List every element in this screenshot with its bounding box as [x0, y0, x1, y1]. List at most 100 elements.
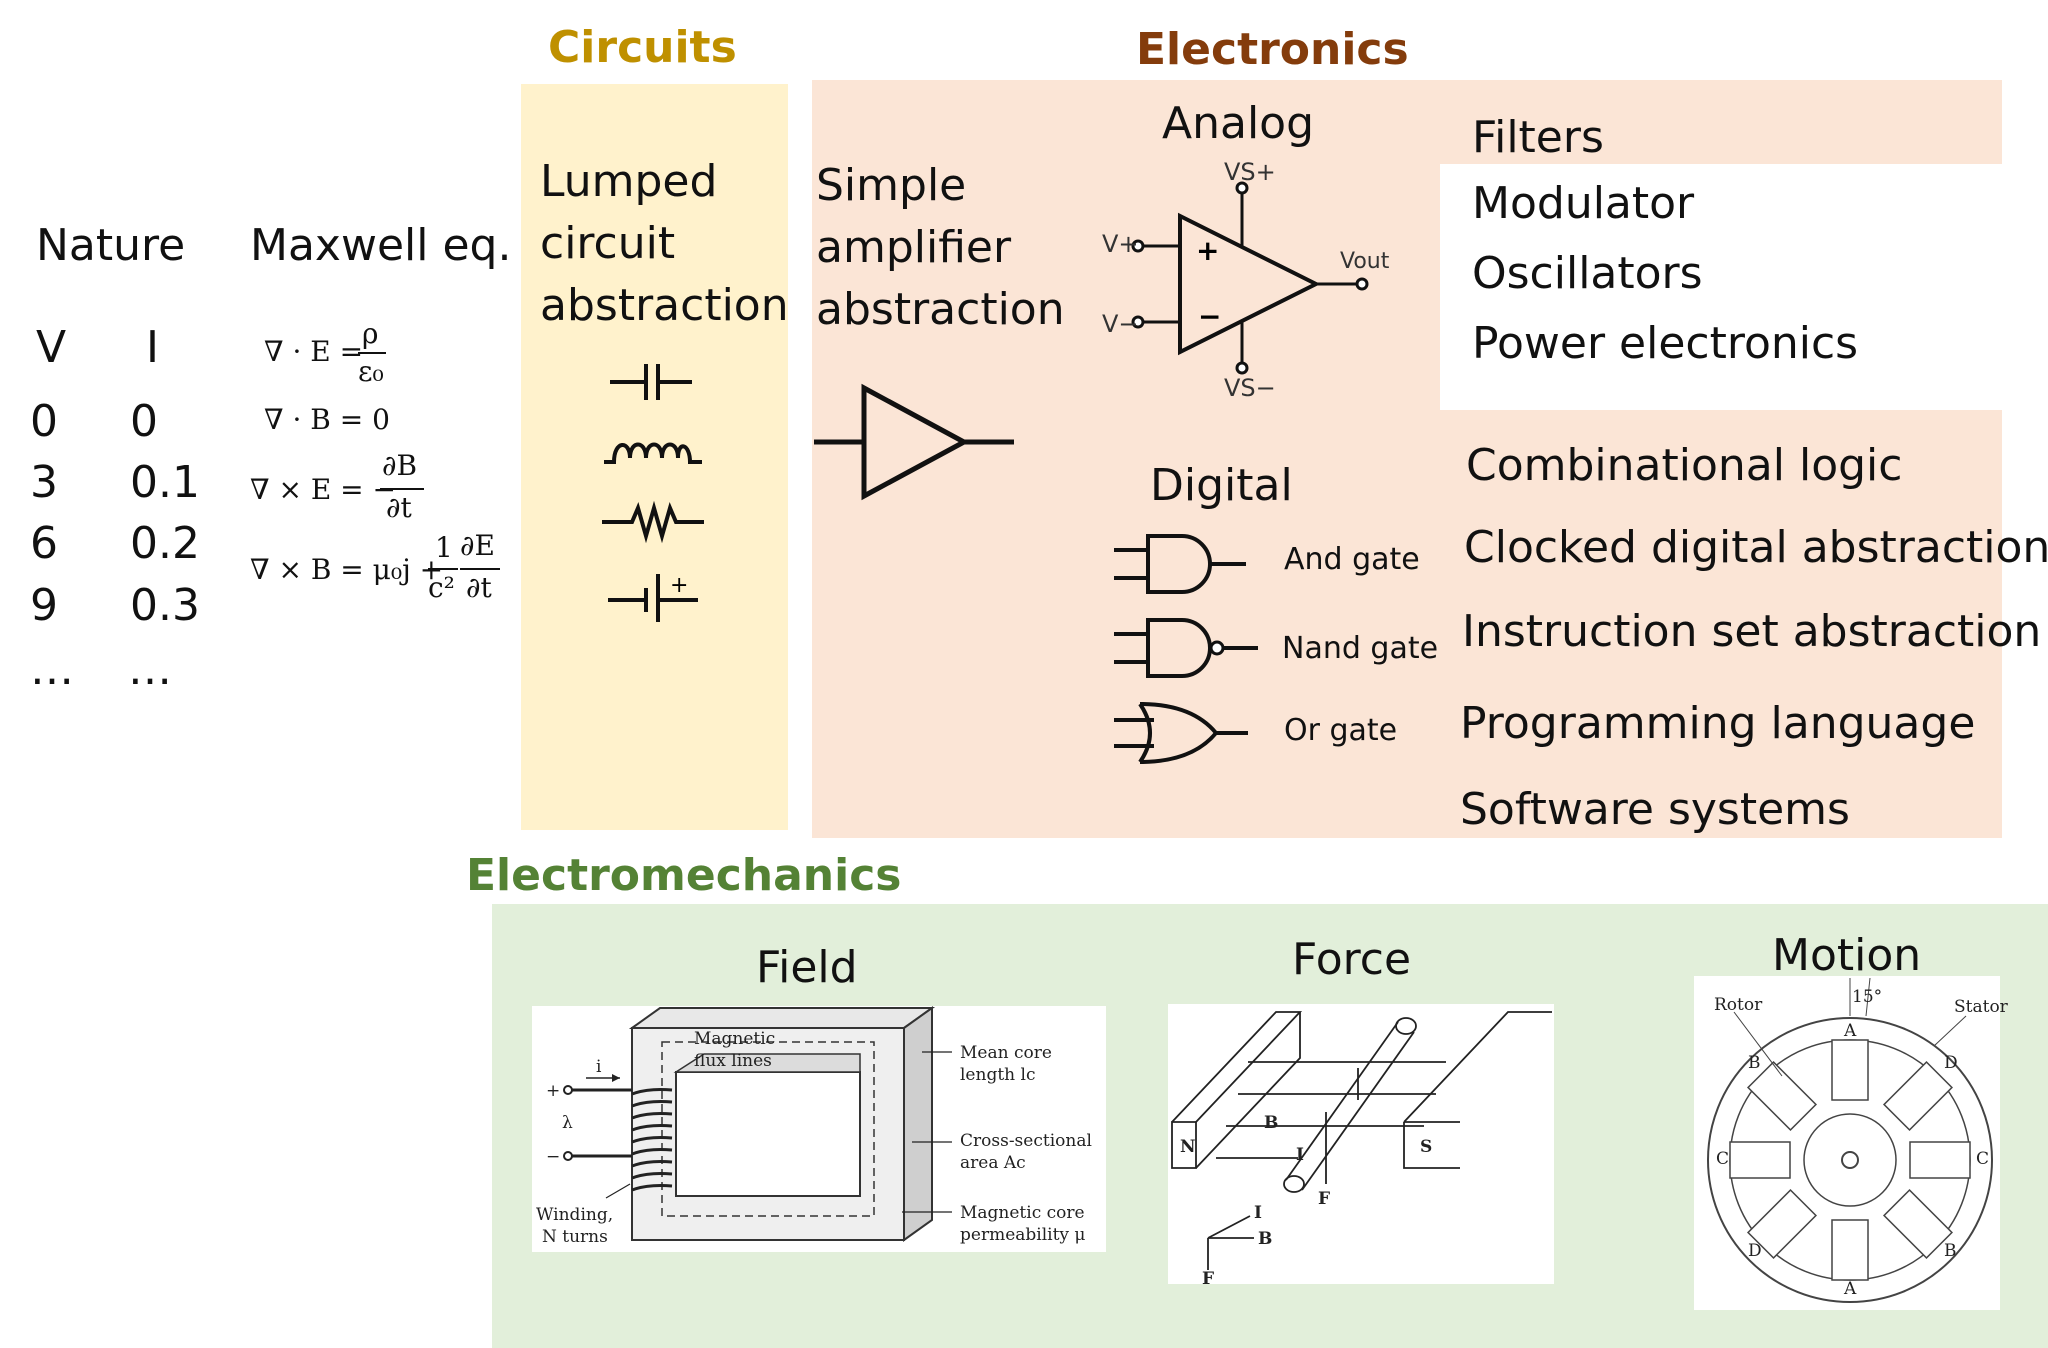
circuits-line2: circuit — [540, 218, 676, 269]
maxwell-eq1-den: ε₀ — [358, 355, 384, 388]
digital-item-4: Software systems — [1460, 784, 1850, 835]
nature-i-3: 0.3 — [130, 580, 200, 631]
field-plus: + — [546, 1081, 560, 1101]
motion-A-bottom: A — [1843, 1279, 1857, 1299]
analog-label: Analog — [1162, 98, 1315, 149]
analog-item-1: Modulator — [1472, 178, 1695, 229]
maxwell-eq3-num: ∂B — [382, 449, 418, 482]
electromechanics-title: Electromechanics — [466, 850, 902, 901]
motion-B-top: B — [1748, 1053, 1761, 1073]
force-F: F — [1318, 1189, 1330, 1209]
field-label: Field — [756, 942, 858, 993]
analog-item-3: Power electronics — [1472, 318, 1859, 369]
motion-stator: Stator — [1954, 997, 2009, 1017]
field-flux-2: flux lines — [694, 1051, 772, 1071]
motion-angle: 15° — [1852, 987, 1882, 1007]
opamp-minus: − — [1198, 300, 1221, 333]
maxwell-eq2: ∇ · B = 0 — [264, 403, 390, 436]
capacitor-icon — [610, 364, 692, 400]
motion-A-top: A — [1843, 1021, 1857, 1041]
nature-i-1: 0.1 — [130, 457, 200, 508]
maxwell-eq1-num: ρ — [362, 317, 379, 350]
or-gate-label: Or gate — [1284, 713, 1398, 748]
inductor-icon — [604, 442, 702, 464]
field-core-2: permeability μ — [960, 1225, 1085, 1245]
maxwell-eq1-bar — [358, 352, 386, 354]
or-gate-icon — [1114, 702, 1248, 764]
and-gate-label: And gate — [1284, 542, 1420, 577]
field-core-1: Magnetic core — [960, 1203, 1085, 1223]
circuits-panel — [521, 84, 788, 830]
field-flux-1: Magnetic — [694, 1029, 775, 1049]
circuits-line1: Lumped — [540, 156, 718, 207]
stepper-motor-figure: Rotor Stator 15° A A C C B B D D — [1694, 976, 2009, 1310]
motion-B-bottom: B — [1944, 1241, 1957, 1261]
maxwell-eq3-lhs: ∇ × E = − — [250, 473, 396, 506]
opamp-v-plus: V+ — [1102, 230, 1139, 258]
opamp-vout: Vout — [1340, 249, 1390, 274]
battery-plus: + — [670, 573, 688, 598]
digital-item-2: Instruction set abstraction — [1462, 606, 2042, 657]
nature-col-i: I — [146, 322, 159, 373]
force-I: I — [1296, 1145, 1304, 1165]
maxwell-eq4-lhs: ∇ × B = μ₀j + — [250, 553, 444, 586]
analog-item-0: Filters — [1472, 112, 1604, 163]
nature-i-0: 0 — [130, 396, 158, 447]
field-winding-2: N turns — [542, 1227, 608, 1247]
nature-v-0: 0 — [30, 396, 58, 447]
field-i: i — [596, 1057, 602, 1077]
force-axis-I: I — [1254, 1203, 1262, 1223]
force-N: N — [1180, 1137, 1196, 1157]
digital-label: Digital — [1150, 460, 1293, 511]
digital-item-1: Clocked digital abstraction — [1464, 522, 2048, 573]
analog-item-2: Oscillators — [1472, 248, 1703, 299]
and-gate-icon — [1114, 534, 1246, 594]
opamp-vs-minus: VS− — [1224, 374, 1276, 402]
force-figure: N S B I F I B F — [1168, 1004, 1554, 1289]
maxwell-eq1-lhs: ∇ · E = — [264, 335, 364, 368]
motion-C-left: C — [1716, 1149, 1729, 1169]
nature-v-4: … — [30, 644, 74, 695]
motion-rotor: Rotor — [1714, 995, 1763, 1015]
field-mean-2: length lc — [960, 1065, 1035, 1085]
maxwell-eq4-frac2-den: ∂t — [466, 571, 492, 604]
field-lambda: λ — [562, 1113, 573, 1133]
field-minus: − — [546, 1147, 560, 1167]
maxwell-eq3-bar — [380, 488, 424, 490]
motion-C-right: C — [1976, 1149, 1989, 1169]
opamp-icon: + − VS+ VS− V+ V− Vout — [1102, 158, 1390, 402]
maxwell-eq4-frac1-num: 1 — [435, 531, 453, 564]
motion-label: Motion — [1772, 930, 1922, 981]
motion-D-bottom: D — [1748, 1241, 1762, 1261]
maxwell-eq4-bar1 — [428, 568, 458, 570]
circuits-line3: abstraction — [540, 280, 789, 331]
nature-v-1: 3 — [30, 457, 58, 508]
amp-line1: Simple — [816, 160, 967, 211]
amplifier-triangle-icon — [814, 383, 1014, 501]
electronics-title: Electronics — [1136, 24, 1409, 75]
circuits-title: Circuits — [548, 22, 737, 73]
opamp-v-minus: V− — [1102, 310, 1139, 338]
nature-v-2: 6 — [30, 518, 58, 569]
maxwell-label: Maxwell eq. — [250, 220, 512, 271]
field-mean-1: Mean core — [960, 1043, 1052, 1063]
force-axis-F: F — [1202, 1269, 1214, 1289]
amp-line2: amplifier — [816, 222, 1012, 273]
nand-gate-icon — [1114, 618, 1258, 678]
field-winding-1: Winding, — [536, 1205, 613, 1225]
force-axis-B: B — [1258, 1229, 1272, 1249]
force-label: Force — [1292, 934, 1412, 985]
force-B: B — [1264, 1113, 1278, 1133]
nature-label: Nature — [36, 220, 186, 271]
maxwell-eq4-bar2 — [460, 568, 500, 570]
nature-v-3: 9 — [30, 580, 58, 631]
field-cross-1: Cross-sectional — [960, 1131, 1092, 1151]
nature-col-v: V — [36, 322, 67, 373]
field-cross-2: area Ac — [960, 1153, 1026, 1173]
opamp-plus: + — [1196, 234, 1219, 267]
maxwell-eq4-frac1-den: c² — [428, 571, 455, 604]
opamp-vs-plus: VS+ — [1224, 158, 1276, 186]
maxwell-eq4-frac2-num: ∂E — [460, 529, 495, 562]
amp-line3: abstraction — [816, 284, 1065, 335]
digital-item-3: Programming language — [1460, 698, 1976, 749]
